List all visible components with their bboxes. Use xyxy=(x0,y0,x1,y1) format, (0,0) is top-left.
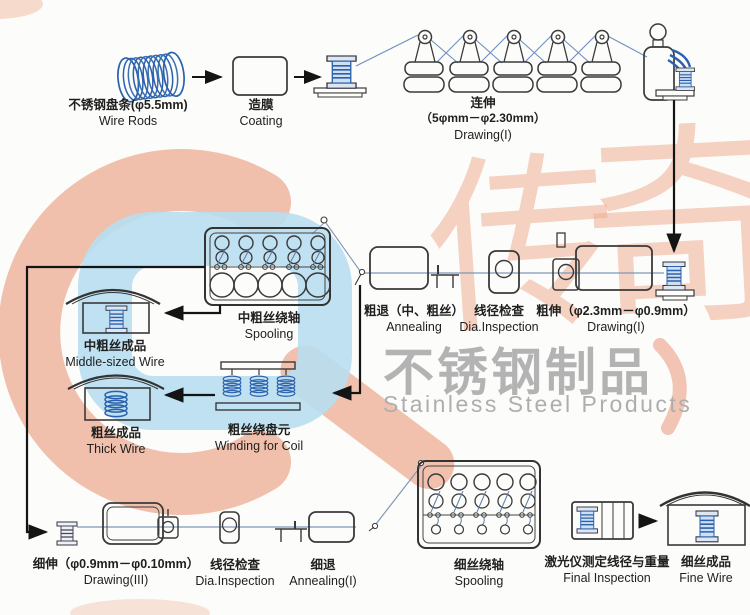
label-annealing-mid: 粗退（中、粗丝） Annealing xyxy=(364,303,464,336)
dia-inspection-mid-unit xyxy=(488,250,520,294)
drawing1-machine xyxy=(313,23,696,101)
label-spooling-mid-zh: 中粗丝绕轴 xyxy=(237,311,301,325)
label-coating: 造膜 Coating xyxy=(239,97,282,130)
label-drawing1: 连伸 （5φmm－φ2.30mm） Drawing(I) xyxy=(420,95,546,143)
annealing-mid-unit xyxy=(369,246,459,290)
label-annealing-fine-zh: 细退 xyxy=(310,558,336,572)
label-fine-wire-zh: 细丝成品 xyxy=(680,555,732,569)
watermark-brand-en: Stainless Steel Products xyxy=(383,391,693,417)
watermark-corner-blob xyxy=(0,0,43,19)
winding-for-coil-machine xyxy=(215,361,301,411)
label-final-inspection: 激光仪测定线径与重量 Final Inspection xyxy=(544,554,669,587)
label-drawing2-zh: 粗伸（φ2.3mm－φ0.9mm） xyxy=(536,304,696,318)
label-thick-wire: 粗丝成品 Thick Wire xyxy=(86,425,145,458)
spooling-fine-machine xyxy=(417,459,541,549)
label-wire-rods: 不锈钢盘条(φ5.5mm) Wire Rods xyxy=(68,97,187,130)
drawing1-wires xyxy=(355,32,648,67)
middle-sized-wire-house xyxy=(65,289,161,334)
watermark-brand-zh: 不锈钢制品 xyxy=(383,344,654,401)
label-final-inspection-zh: 激光仪测定线径与重量 xyxy=(544,555,670,569)
label-wire-rods-zh: 不锈钢盘条(φ5.5mm) xyxy=(68,98,188,112)
label-coating-en: Coating xyxy=(239,114,283,129)
final-inspection-machine xyxy=(571,501,634,540)
label-spooling-fine-en: Spooling xyxy=(454,574,504,589)
arrow-spooling-to-midwire xyxy=(163,305,222,321)
label-spooling-fine: 细丝绕轴 Spooling xyxy=(454,557,504,590)
label-thick-wire-en: Thick Wire xyxy=(86,442,146,457)
label-fine-wire-en: Fine Wire xyxy=(679,571,733,586)
thick-wire-house xyxy=(67,374,165,421)
watermark-crescent xyxy=(653,338,687,435)
label-spooling-mid: 中粗丝绕轴 Spooling xyxy=(238,310,301,343)
label-drawing2: 粗伸（φ2.3mm－φ0.9mm） Drawing(I) xyxy=(536,303,696,336)
label-spooling-mid-en: Spooling xyxy=(244,327,294,342)
bottom-wire-diagonal xyxy=(375,465,422,525)
annealing-fine-unit xyxy=(275,511,379,543)
label-drawing3-zh: 细伸（φ0.9mm－φ0.10mm） xyxy=(32,557,200,571)
label-drawing1-zh: 连伸 xyxy=(470,96,496,110)
label-dia-inspection-fine-en: Dia.Inspection xyxy=(195,574,275,589)
label-thick-wire-zh: 粗丝成品 xyxy=(90,426,141,440)
label-final-inspection-en: Final Inspection xyxy=(563,571,651,586)
label-dia-inspection-mid: 线径检查 Dia.Inspection xyxy=(459,303,538,336)
label-dia-inspection-fine: 线径检查 Dia.Inspection xyxy=(195,557,274,590)
label-drawing1-en: Drawing(I) xyxy=(454,127,512,142)
dia-inspection-fine-unit xyxy=(219,511,240,544)
label-winding-for-coil-en: Winding for Coil xyxy=(214,439,304,454)
fine-wire-house xyxy=(659,491,750,546)
label-dia-inspection-mid-en: Dia.Inspection xyxy=(459,320,539,335)
label-winding-for-coil-zh: 粗丝绕盘元 xyxy=(227,423,291,437)
label-annealing-fine-en: Annealing(I) xyxy=(289,574,357,589)
label-drawing2-en: Drawing(I) xyxy=(587,320,645,335)
connector-middle-to-bottom xyxy=(25,265,205,540)
watermark-bottom-blob xyxy=(70,599,210,615)
label-annealing-mid-zh: 粗退（中、粗丝） xyxy=(363,304,465,318)
label-dia-inspection-mid-zh: 线径检查 xyxy=(473,304,524,318)
coating-box xyxy=(232,56,288,96)
label-middle-sized-wire-en: Middle-sized Wire xyxy=(65,355,165,370)
drawing3-spool xyxy=(56,521,78,546)
label-middle-sized-wire-zh: 中粗丝成品 xyxy=(83,339,147,353)
label-wire-rods-en: Wire Rods xyxy=(98,114,158,129)
label-dia-inspection-fine-zh: 线径检查 xyxy=(209,558,260,572)
takeup-vessel xyxy=(643,23,696,101)
label-middle-sized-wire: 中粗丝成品 Middle-sized Wire xyxy=(65,338,164,371)
label-drawing3-en: Drawing(III) xyxy=(83,573,149,588)
label-coating-zh: 造膜 xyxy=(248,98,274,112)
label-fine-wire: 细丝成品 Fine Wire xyxy=(679,554,732,587)
label-annealing-mid-en: Annealing xyxy=(386,320,442,335)
label-drawing1-spec: （5φmm－φ2.30mm） xyxy=(420,111,546,126)
label-winding-for-coil: 粗丝绕盘元 Winding for Coil xyxy=(215,422,303,455)
wire-rod-coil-icon xyxy=(117,51,185,103)
label-spooling-fine-zh: 细丝绕轴 xyxy=(453,558,505,572)
watermark-logo-ring xyxy=(78,212,352,430)
drawing3-machine xyxy=(102,502,179,545)
watermark-ring xyxy=(0,149,291,515)
spooling-mid-machine xyxy=(204,227,331,306)
label-drawing3: 细伸（φ0.9mm－φ0.10mm） Drawing(III) xyxy=(33,556,200,589)
drawing2-spool xyxy=(655,261,695,301)
label-annealing-fine: 细退 Annealing(I) xyxy=(289,557,356,590)
connector-annealing-to-winding xyxy=(331,285,362,401)
drawing2-machine xyxy=(552,232,653,291)
